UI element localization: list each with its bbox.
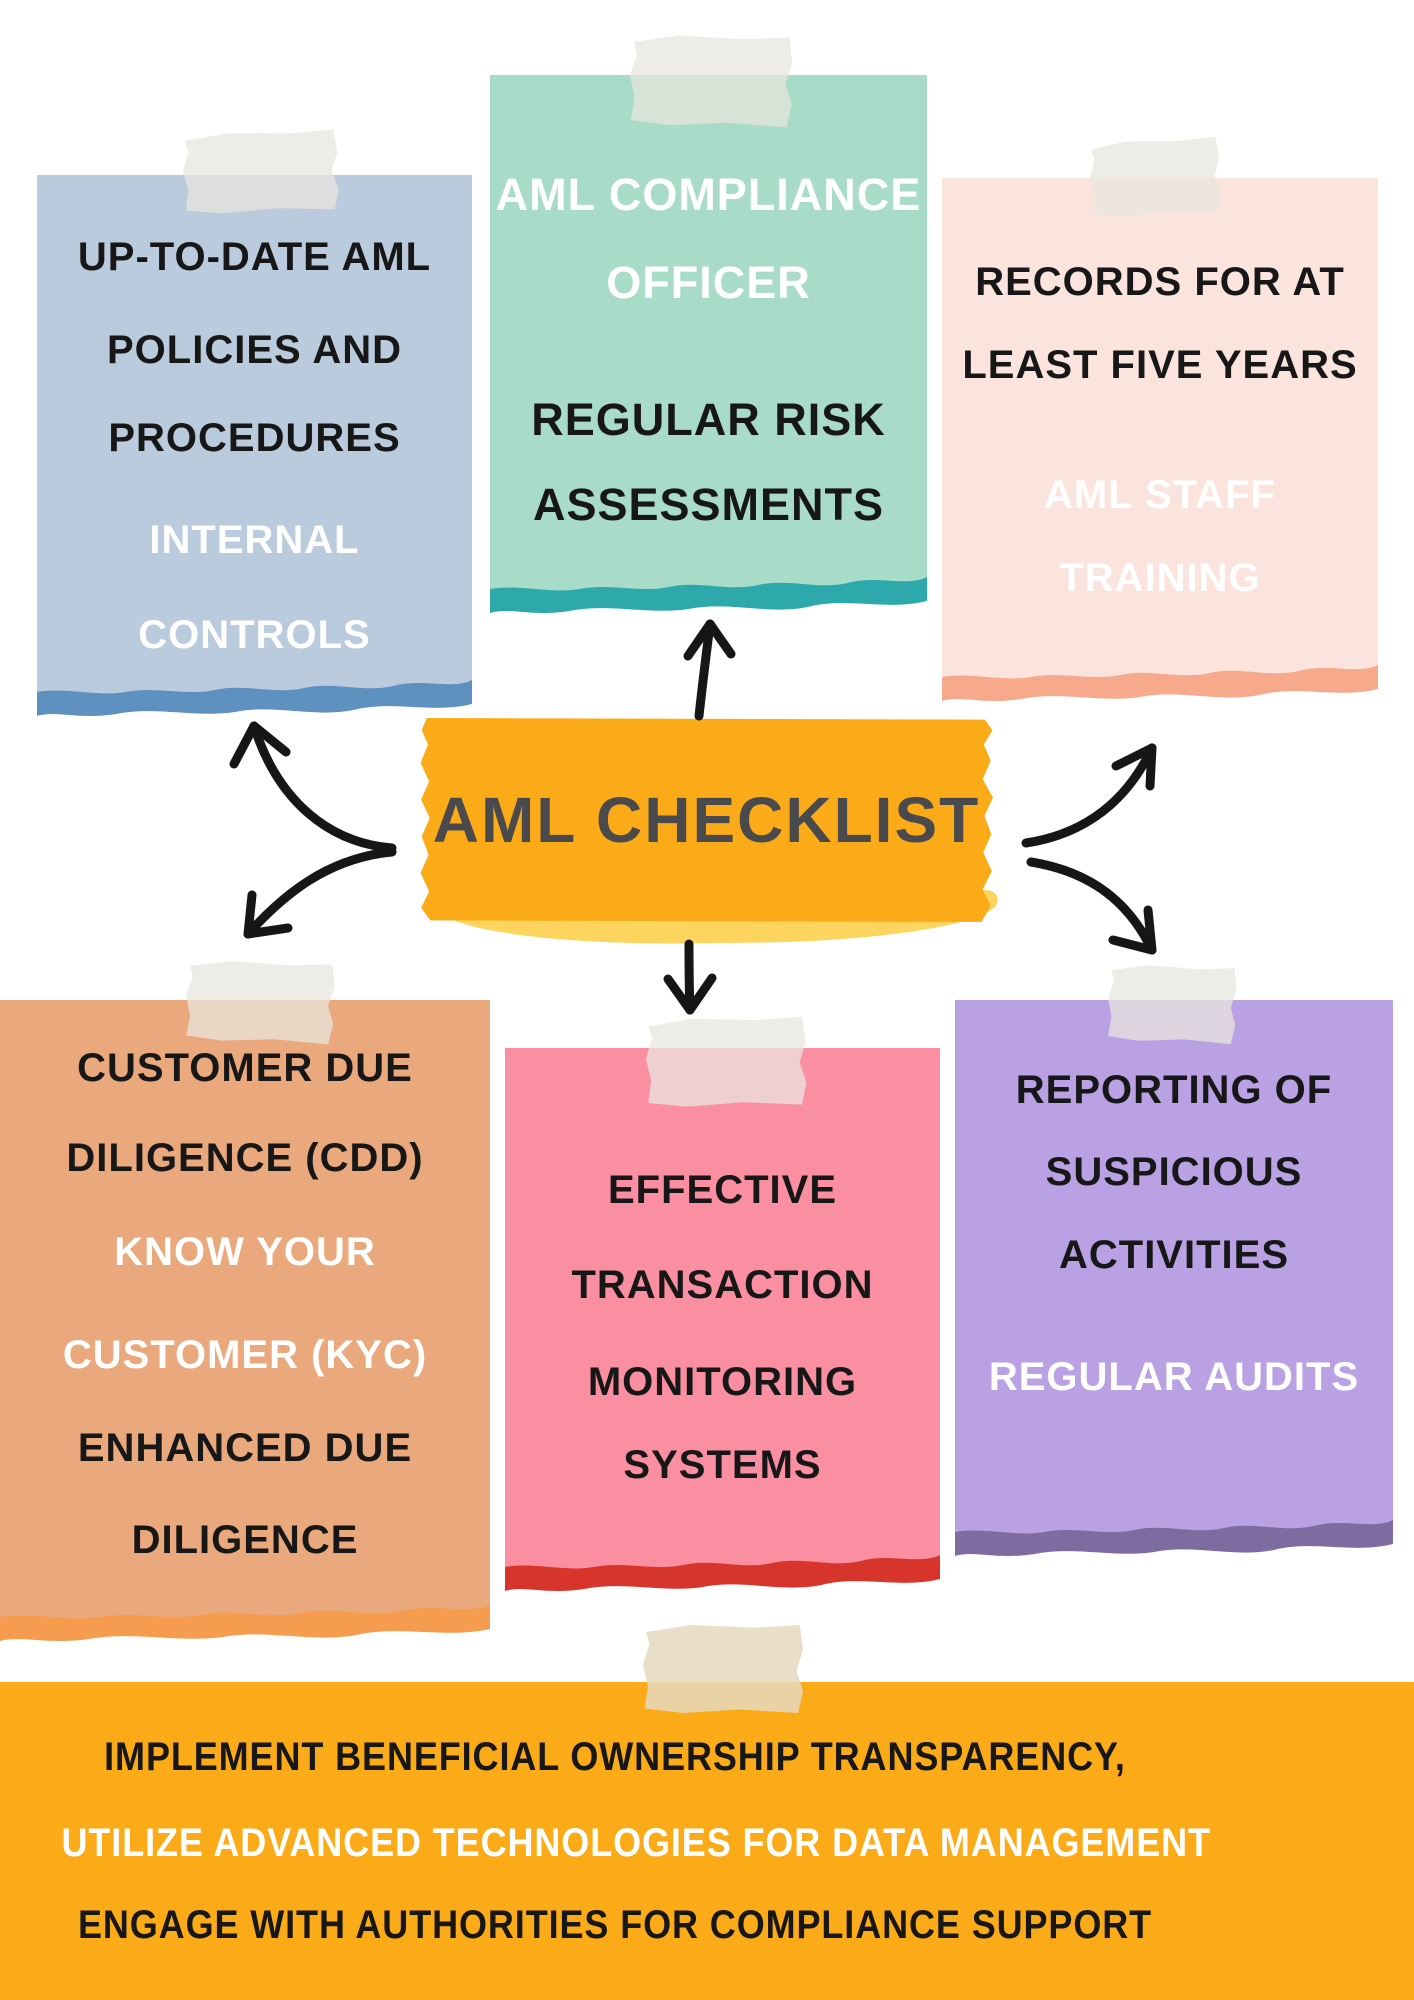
- note-line: CONTROLS: [138, 613, 371, 657]
- note-line: OFFICER: [606, 257, 811, 308]
- note-line: DILIGENCE (CDD): [66, 1136, 424, 1180]
- arrow-to-policies-note: [229, 721, 397, 853]
- note-paper: [37, 175, 472, 662]
- arrow-to-reporting-note: [1026, 857, 1157, 955]
- note-line: REGULAR AUDITS: [988, 1355, 1360, 1399]
- note-line: TRAINING: [1059, 556, 1261, 600]
- note-paper: [942, 178, 1378, 647]
- note-line: TRANSACTION: [571, 1263, 874, 1307]
- torn-edge: [942, 645, 1378, 701]
- note-line: AML STAFF: [1044, 473, 1276, 517]
- note-line: CUSTOMER DUE: [77, 1046, 413, 1090]
- note-line: AML COMPLIANCE: [495, 169, 922, 220]
- tape: [643, 1625, 803, 1713]
- note-line: CUSTOMER (KYC): [62, 1333, 428, 1377]
- note-line: ACTIVITIES: [1058, 1233, 1290, 1277]
- torn-edge: [490, 557, 927, 613]
- footer-line: IMPLEMENT BENEFICIAL OWNERSHIP TRANSPARE…: [104, 1735, 1126, 1779]
- note-line: ENHANCED DUE: [77, 1426, 413, 1470]
- compliance-officer-note: AML COMPLIANCE OFFICER REGULAR RISK ASSE…: [490, 75, 927, 617]
- note-line: SUSPICIOUS: [1045, 1150, 1303, 1194]
- transaction-monitoring-note: EFFECTIVE TRANSACTION MONITORING SYSTEMS: [505, 1048, 940, 1595]
- note-line: REGULAR RISK: [531, 394, 886, 445]
- torn-edge: [0, 1585, 490, 1641]
- title-banner: AML CHECKLIST: [420, 718, 993, 922]
- note-line: SYSTEMS: [623, 1443, 822, 1487]
- tape: [645, 1017, 807, 1108]
- records-note: RECORDS FOR AT LEAST FIVE YEARS AML STAF…: [942, 178, 1378, 705]
- note-line: POLICIES AND: [107, 328, 402, 372]
- note-line: LEAST FIVE YEARS: [962, 343, 1358, 387]
- note-line: DILIGENCE: [131, 1518, 359, 1562]
- note-line: ASSESSMENTS: [532, 479, 885, 530]
- tape: [1107, 964, 1238, 1044]
- tape: [182, 129, 340, 214]
- note-paper: [955, 1000, 1393, 1502]
- aml-policies-note: UP-TO-DATE AML POLICIES AND PROCEDURES I…: [37, 175, 472, 720]
- customer-due-diligence-note: CUSTOMER DUE DILIGENCE (CDD) KNOW YOUR C…: [0, 1000, 490, 1645]
- tape: [185, 959, 336, 1044]
- page-title: AML CHECKLIST: [432, 784, 981, 856]
- arrow-to-compliance-note: [683, 619, 736, 721]
- arrow-to-monitoring-note: [663, 939, 717, 1015]
- torn-edge: [955, 1500, 1393, 1556]
- note-line: REPORTING OF: [1015, 1068, 1333, 1112]
- reporting-note: REPORTING OF SUSPICIOUS ACTIVITIES REGUL…: [955, 1000, 1393, 1560]
- note-line: INTERNAL: [149, 518, 360, 562]
- tape: [629, 35, 793, 128]
- arrow-to-cdd-note: [243, 847, 397, 939]
- note-paper: [490, 75, 927, 559]
- note-paper: [0, 1000, 490, 1587]
- note-paper: [505, 1048, 940, 1537]
- arrow-to-records-note: [1021, 743, 1157, 848]
- note-line: EFFECTIVE: [607, 1168, 838, 1212]
- footer-banner: IMPLEMENT BENEFICIAL OWNERSHIP TRANSPARE…: [0, 1682, 1414, 2000]
- footer-line: UTILIZE ADVANCED TECHNOLOGIES FOR DATA M…: [61, 1821, 1211, 1865]
- note-line: UP-TO-DATE AML: [77, 235, 432, 279]
- note-line: RECORDS FOR AT: [975, 260, 1345, 304]
- note-line: MONITORING: [587, 1360, 858, 1404]
- torn-edge: [37, 660, 472, 716]
- tape: [1088, 137, 1222, 219]
- note-line: PROCEDURES: [108, 416, 401, 460]
- torn-edge: [505, 1535, 940, 1591]
- note-line: KNOW YOUR: [114, 1230, 376, 1274]
- footer-line: ENGAGE WITH AUTHORITIES FOR COMPLIANCE S…: [77, 1903, 1153, 1947]
